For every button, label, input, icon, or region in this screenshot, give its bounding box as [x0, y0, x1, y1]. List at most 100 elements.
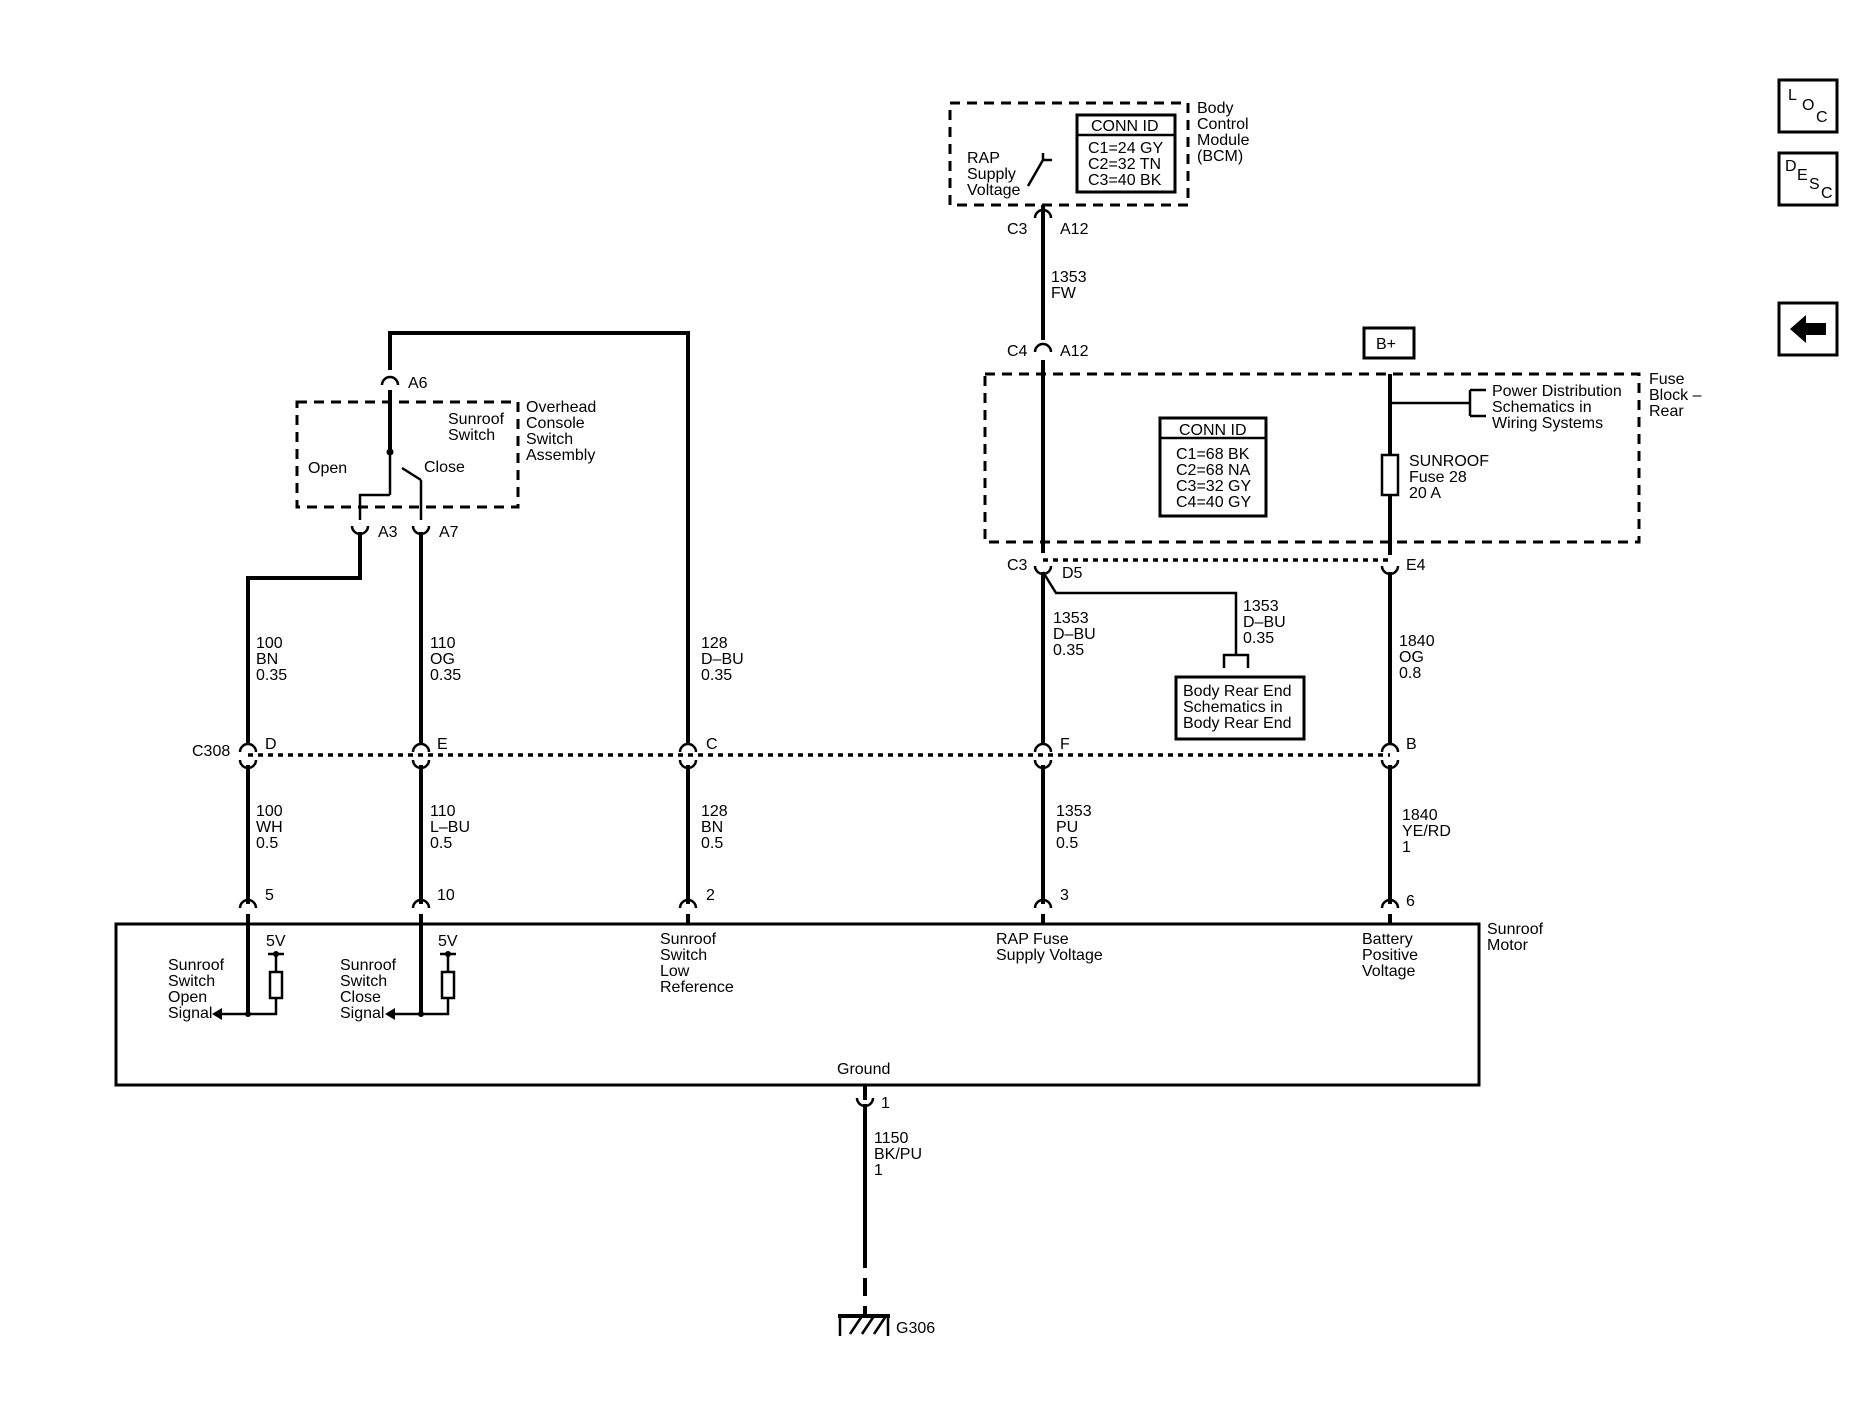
- fuse-label-3: 20 A: [1409, 485, 1441, 502]
- low-ref-4: Reference: [660, 979, 734, 996]
- rap-label-3: Voltage: [967, 182, 1020, 199]
- c308-label: C308: [192, 743, 230, 760]
- desc-letter-3: S: [1809, 176, 1820, 193]
- wire-100-wh-2: WH: [256, 819, 283, 836]
- rap-label-1: RAP: [967, 150, 1000, 167]
- fb-conn-c4: C4=40 GY: [1176, 494, 1251, 511]
- overhead-console-switch-assembly: Overhead Console Switch Assembly Sunroof…: [295, 399, 596, 509]
- power-dist-1: Power Distribution: [1492, 383, 1622, 400]
- pin-2-label: 2: [706, 887, 715, 904]
- a7-label: A7: [439, 524, 459, 541]
- wire-1353-pu-2: PU: [1056, 819, 1078, 836]
- wire-1150-1: 1150: [874, 1130, 909, 1147]
- rap-label-2: Supply: [967, 166, 1016, 183]
- body-rear-end-3: Body Rear End: [1183, 715, 1292, 732]
- fuse-block-name-3: Rear: [1649, 403, 1684, 420]
- motor-name-1: Sunroof: [1487, 921, 1544, 938]
- fuse-label-2: Fuse 28: [1409, 469, 1467, 486]
- a12-top-label: A12: [1060, 221, 1089, 238]
- wire-128-bn-1: 128: [701, 803, 728, 820]
- close-signal-2: Switch: [340, 973, 387, 990]
- wire-128-bn-2: BN: [701, 819, 723, 836]
- e4-label: E4: [1406, 557, 1426, 574]
- overhead-name-3: Switch: [526, 431, 573, 448]
- open-signal-2: Switch: [168, 973, 215, 990]
- motor-name-2: Motor: [1487, 937, 1529, 954]
- wire-128-dbu-3: 0.35: [701, 667, 732, 684]
- open-label: Open: [308, 460, 347, 477]
- wire-1353-dbu-1: 1353: [1053, 610, 1089, 627]
- body-rear-end-1: Body Rear End: [1183, 683, 1292, 700]
- wire-1150-2: BK/PU: [874, 1146, 922, 1163]
- rap-switch-icon: [1026, 153, 1052, 187]
- pin-3-label: 3: [1060, 887, 1069, 904]
- g306-label: G306: [896, 1320, 935, 1337]
- c4-label: C4: [1007, 343, 1028, 360]
- wire-1840-og-1: 1840: [1399, 633, 1435, 650]
- bcm-conn-c1: C1=24 GY: [1088, 140, 1163, 157]
- desc-letter-4: C: [1821, 185, 1833, 202]
- sunroof-motor: Sunroof Motor: [114, 921, 1544, 1087]
- bcm-conn-c2: C2=32 TN: [1088, 156, 1161, 173]
- sunroof-switch-1: Sunroof: [448, 411, 505, 428]
- bcm-conn-id-title: CONN ID: [1091, 118, 1159, 135]
- b-plus-label: B+: [1376, 336, 1396, 353]
- batt-3: Voltage: [1362, 963, 1415, 980]
- fuse-label-1: SUNROOF: [1409, 453, 1489, 470]
- close-signal-circuit: [385, 951, 456, 1020]
- wire-100-wh-3: 0.5: [256, 835, 278, 852]
- open-signal-4: Signal: [168, 1005, 212, 1022]
- open-signal-1: Sunroof: [168, 957, 225, 974]
- a12-c4-label: A12: [1060, 343, 1089, 360]
- pin-1-label: 1: [881, 1095, 890, 1112]
- wire-128-bn-3: 0.5: [701, 835, 723, 852]
- fb-conn-c3: C3=32 GY: [1176, 478, 1251, 495]
- fuse-block-name-2: Block –: [1649, 387, 1702, 404]
- body-rear-end-2: Schematics in: [1183, 699, 1283, 716]
- low-ref-3: Low: [660, 963, 690, 980]
- wire-1353-pu-3: 0.5: [1056, 835, 1078, 852]
- low-ref-2: Switch: [660, 947, 707, 964]
- body-rear-end-box: Body Rear End Schematics in Body Rear En…: [1174, 675, 1306, 741]
- fuse-block-name-1: Fuse: [1649, 371, 1685, 388]
- fb-conn-c2: C2=68 NA: [1176, 462, 1251, 479]
- close-label: Close: [424, 459, 465, 476]
- d5-label: D5: [1062, 565, 1083, 582]
- wire-1840-og-3: 0.8: [1399, 665, 1421, 682]
- back-button[interactable]: [1777, 301, 1839, 357]
- ground-symbol-icon: [838, 1314, 890, 1336]
- c3-top-label: C3: [1007, 221, 1028, 238]
- loc-letter-3: C: [1816, 109, 1828, 126]
- open-signal-3: Open: [168, 989, 207, 1006]
- power-dist-2: Schematics in: [1492, 399, 1592, 416]
- wire-128-dbu-2: D–BU: [701, 651, 744, 668]
- overhead-name-2: Console: [526, 415, 585, 432]
- sunroof-switch-2: Switch: [448, 427, 495, 444]
- bcm-name-2: Control: [1197, 116, 1249, 133]
- wire-1353-dbu-branch-2: D–BU: [1243, 614, 1286, 631]
- wire-1150-3: 1: [874, 1162, 883, 1179]
- wire-100-bn-3: 0.35: [256, 667, 287, 684]
- pin-6-label: 6: [1406, 893, 1415, 910]
- a6-label: A6: [408, 375, 428, 392]
- wire-1840-og-2: OG: [1399, 649, 1424, 666]
- bcm-name-1: Body: [1197, 100, 1233, 117]
- batt-1: Battery: [1362, 931, 1413, 948]
- loc-letter-2: O: [1802, 97, 1814, 114]
- c3-fb-label: C3: [1007, 557, 1028, 574]
- wire-110-lbu-1: 110: [430, 803, 456, 820]
- left-arrow-icon: [1790, 315, 1826, 343]
- desc-button[interactable]: D E S C: [1777, 151, 1839, 207]
- wire-110-og-1: 110: [430, 635, 456, 652]
- a3-label: A3: [378, 524, 398, 541]
- c308-pin-b: B: [1406, 736, 1417, 753]
- fb-conn-c1: C1=68 BK: [1176, 446, 1250, 463]
- wire-1353-dbu-branch-3: 0.35: [1243, 630, 1274, 647]
- b-plus-source: B+: [1362, 326, 1416, 360]
- motor-connector: [238, 898, 1400, 909]
- loc-button[interactable]: L O C: [1777, 78, 1839, 134]
- bcm-module: CONN ID C1=24 GY C2=32 TN C3=40 BK Body …: [948, 100, 1250, 207]
- rap-fuse-1: RAP Fuse: [996, 931, 1069, 948]
- open-signal-circuit: [212, 951, 284, 1020]
